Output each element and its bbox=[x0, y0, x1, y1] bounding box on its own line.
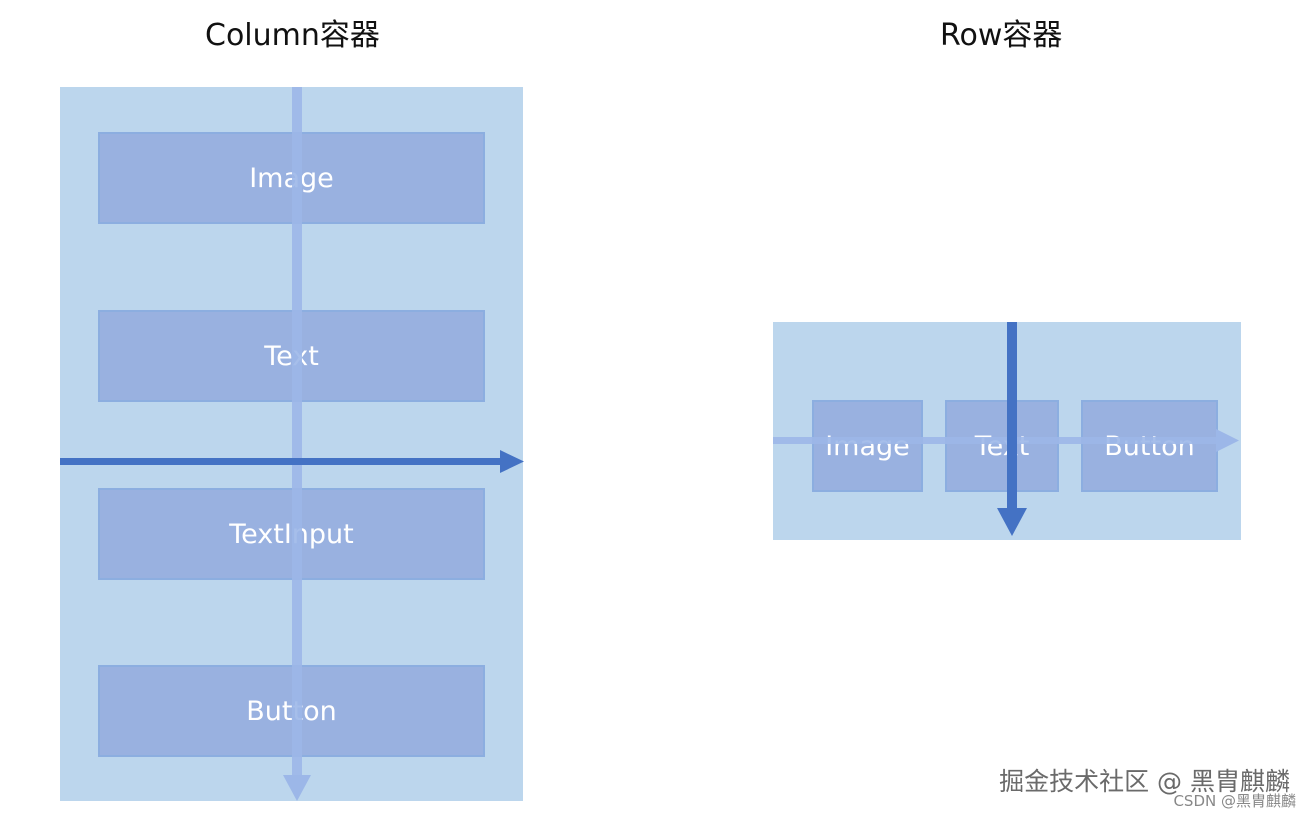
column-main-axis-arrow bbox=[283, 87, 311, 801]
watermark-juejin: 掘金技术社区 @ 黑胄麒麟 bbox=[999, 767, 1290, 796]
column-cross-axis-arrow bbox=[60, 450, 524, 473]
column-title: Column容器 bbox=[205, 18, 380, 53]
column-item-textinput: TextInput bbox=[98, 488, 485, 580]
column-item-text: Text bbox=[98, 310, 485, 402]
row-item-button: Button bbox=[1081, 400, 1218, 492]
row-item-image: Image bbox=[812, 400, 923, 492]
watermark-csdn: CSDN @黑胄麒麟 bbox=[1173, 792, 1296, 810]
row-cross-axis-arrow bbox=[997, 322, 1027, 536]
row-item-text: Text bbox=[945, 400, 1059, 492]
row-title: Row容器 bbox=[940, 18, 1063, 53]
column-item-image: Image bbox=[98, 132, 485, 224]
column-item-button: Button bbox=[98, 665, 485, 757]
row-main-axis-arrow bbox=[773, 429, 1239, 452]
